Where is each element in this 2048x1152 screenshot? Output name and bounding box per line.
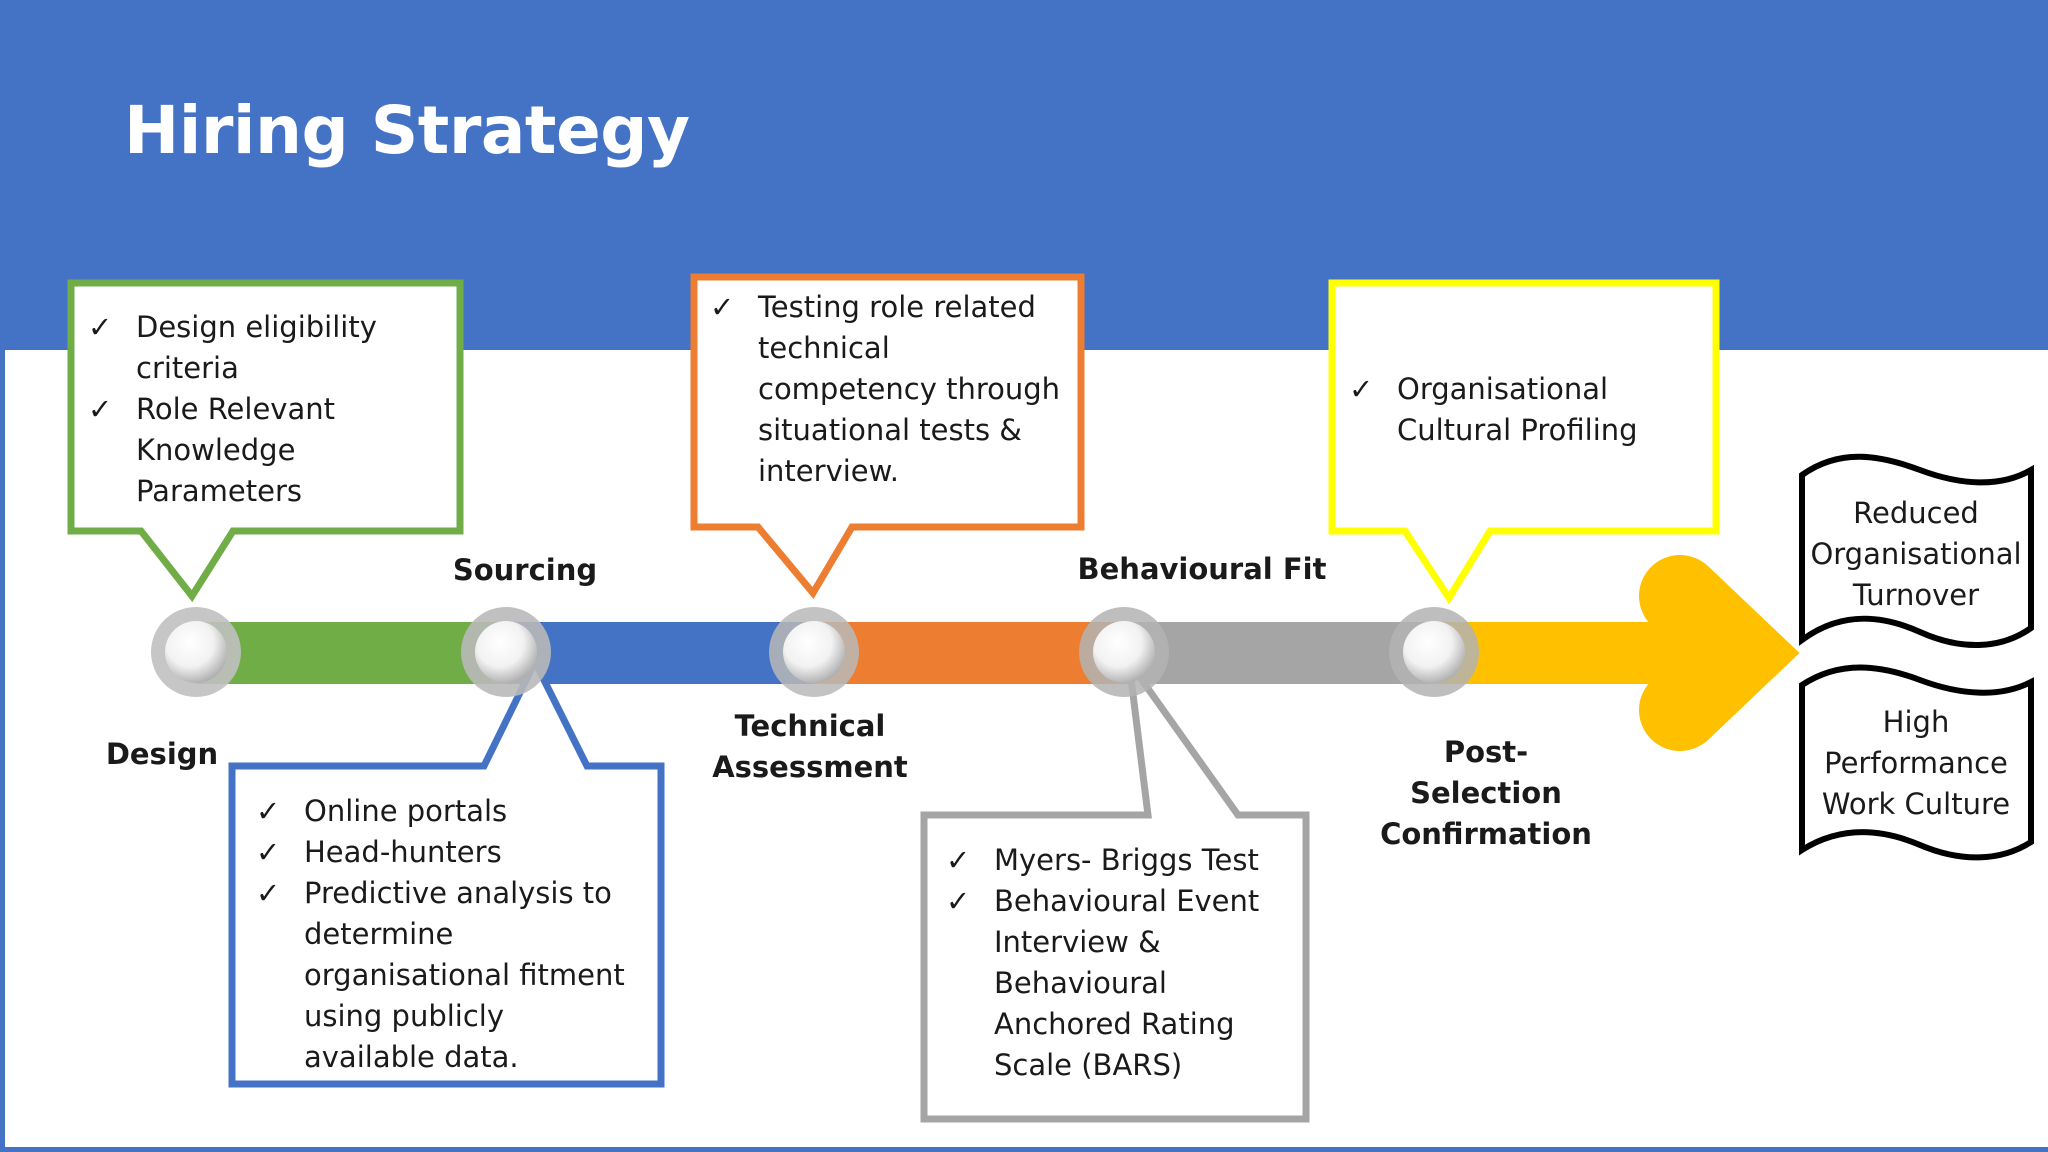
design-item: Design eligibility criteria — [88, 307, 448, 389]
timeline-segment-design — [196, 622, 506, 684]
outcome-line: Performance — [1824, 746, 2008, 780]
stage-label-post-selection-line: Confirmation — [1380, 817, 1592, 851]
sourcing-item: Head-hunters — [256, 832, 636, 873]
outcome-line: Work Culture — [1821, 787, 2011, 821]
outcome-line: Organisational — [1810, 537, 2022, 571]
outcome-line: Reduced — [1853, 496, 1979, 530]
outcome-line: Turnover — [1852, 578, 1980, 612]
sourcing-item: Online portals — [256, 791, 636, 832]
technical-item: Testing role related technical competenc… — [710, 287, 1070, 492]
stage-label-design: Design — [105, 737, 219, 771]
node-design — [151, 607, 241, 697]
timeline-segment-sourcing — [506, 622, 814, 684]
outcome-label-turnover: Reduced Organisational Turnover — [1800, 493, 2032, 616]
stage-label-sourcing: Sourcing — [452, 553, 598, 587]
behavioural-callout-list: Myers- Briggs Test Behavioural Event Int… — [946, 840, 1286, 1086]
timeline-arrow-post-selection — [1434, 555, 1800, 751]
stage-label-technical-line: Technical — [734, 709, 886, 743]
stage-label-post-selection: Post- Selection Confirmation — [1370, 732, 1602, 855]
stage-label-behavioural: Behavioural Fit — [1077, 552, 1327, 586]
sourcing-callout-list: Online portals Head-hunters Predictive a… — [256, 791, 636, 1078]
technical-callout-list: Testing role related technical competenc… — [710, 287, 1070, 492]
outcome-shape-turnover — [1799, 453, 2034, 648]
node-post-selection — [1389, 607, 1479, 697]
sourcing-item: Predictive analysis to determine organis… — [256, 873, 636, 1078]
node-technical — [769, 607, 859, 697]
design-item: Role Relevant Knowledge Parameters — [88, 389, 448, 512]
stage-label-technical-line: Assessment — [712, 750, 908, 784]
outcome-line: High — [1882, 705, 1950, 739]
behavioural-item: Behavioural Event Interview & Behavioura… — [946, 881, 1286, 1086]
stage-label-post-selection-line: Post- — [1443, 735, 1529, 769]
design-callout-list: Design eligibility criteria Role Relevan… — [88, 307, 448, 512]
post-selection-callout-list: Organisational Cultural Profiling — [1349, 369, 1689, 451]
stage-label-post-selection-line: Selection — [1410, 776, 1562, 810]
timeline-segment-behavioural — [1124, 622, 1434, 684]
page-title: Hiring Strategy — [124, 92, 690, 169]
stage-label-technical: Technical Assessment — [700, 706, 920, 788]
behavioural-item: Myers- Briggs Test — [946, 840, 1286, 881]
post-selection-item: Organisational Cultural Profiling — [1349, 369, 1689, 451]
node-sourcing — [461, 607, 551, 697]
timeline-segment-technical — [814, 622, 1124, 684]
outcome-label-culture: High Performance Work Culture — [1800, 702, 2032, 825]
outcome-shape-culture — [1799, 664, 2034, 861]
node-behavioural — [1079, 607, 1169, 697]
